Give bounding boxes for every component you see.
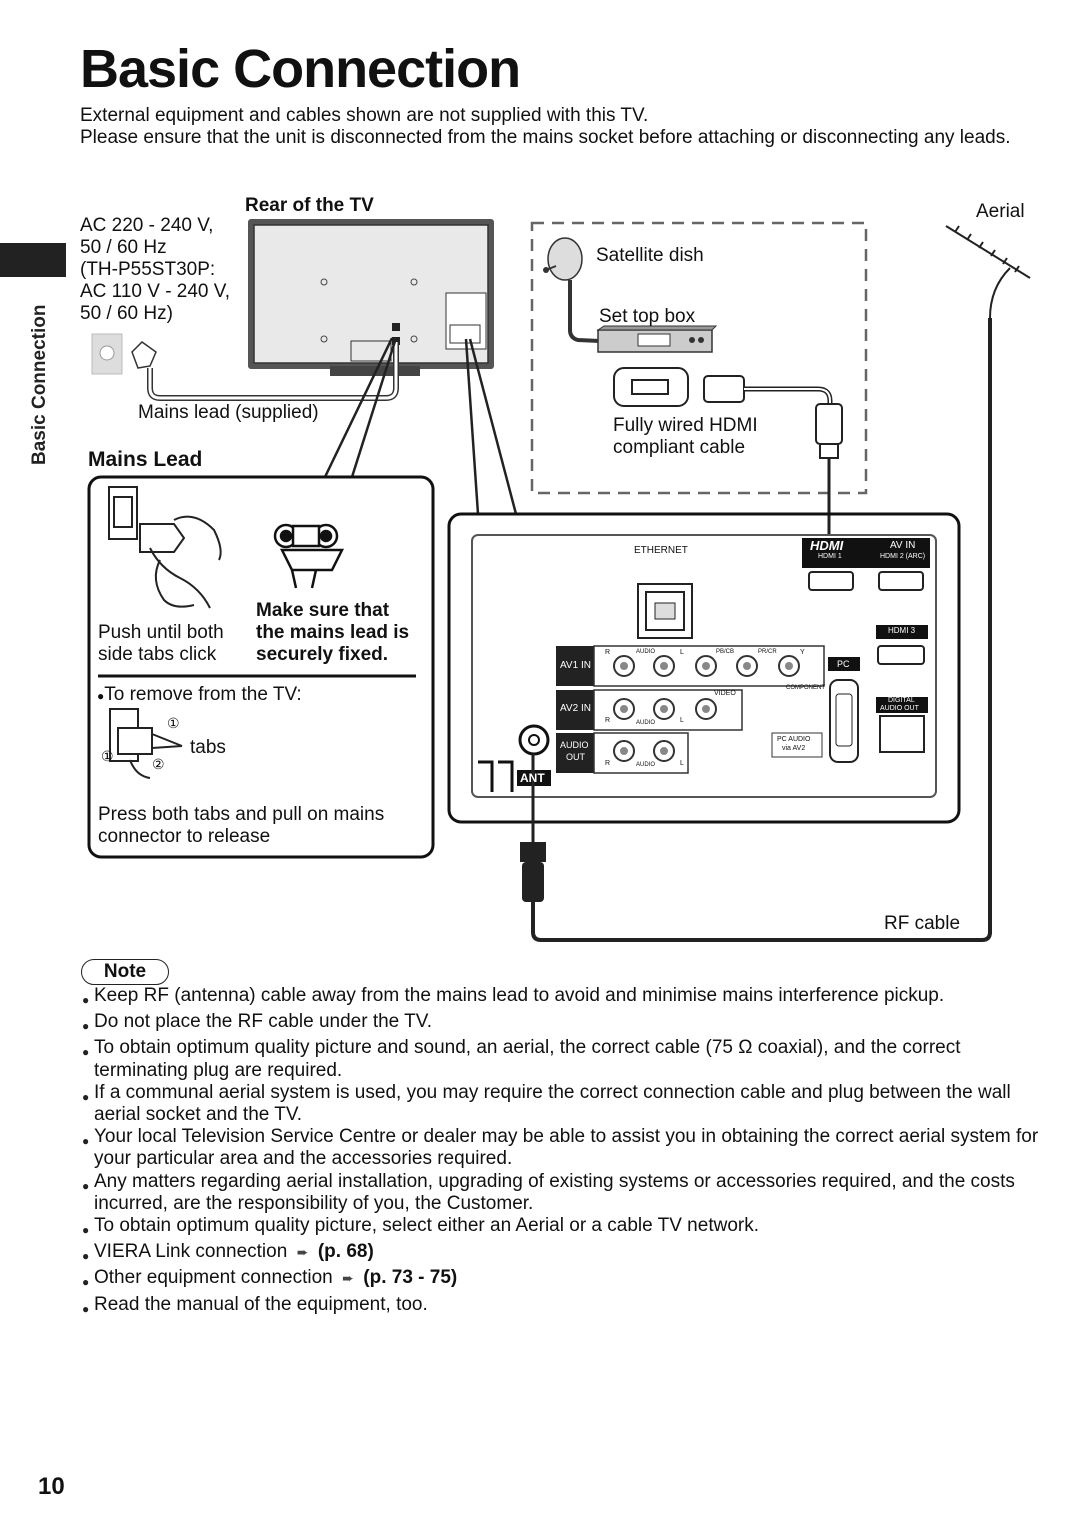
note-item: ●Do not place the RF cable under the TV. <box>82 1011 432 1034</box>
ant-label: ANT <box>520 771 545 785</box>
note-item-other-equipment: ●Other equipment connection ➨ (p. 73 - 7… <box>82 1267 458 1290</box>
ethernet-label: ETHERNET <box>634 545 688 556</box>
note-item: ●Read the manual of the equipment, too. <box>82 1293 428 1316</box>
audio-out-label-1: AUDIO <box>560 740 589 750</box>
remove-heading: ●To remove from the TV: <box>97 684 302 705</box>
power-spec-4: AC 110 V - 240 V, <box>80 281 230 302</box>
intro-line-2: Please ensure that the unit is disconnec… <box>80 127 1011 148</box>
av-in-label: AV IN <box>890 540 916 551</box>
out-l-label: L <box>680 760 684 767</box>
mains-lead-label: Mains lead (supplied) <box>138 402 319 423</box>
digital-label-1: DIGITAL <box>888 697 915 704</box>
page-reference[interactable]: (p. 73 - 75) <box>363 1267 458 1289</box>
satellite-dish-label: Satellite dish <box>596 245 704 266</box>
release-text-2: connector to release <box>98 826 271 847</box>
y-label: Y <box>800 649 805 656</box>
push-text-2: side tabs click <box>98 644 217 665</box>
digital-label-2: AUDIO OUT <box>880 705 919 712</box>
tabs-label: tabs <box>190 737 226 758</box>
rf-cable-label: RF cable <box>884 913 961 934</box>
aerial-label: Aerial <box>976 201 1025 222</box>
video-label: VIDEO <box>714 690 736 697</box>
pc-label: PC <box>837 659 850 669</box>
power-spec-5: 50 / 60 Hz) <box>80 303 173 324</box>
component-label: COMPONENT <box>786 685 825 691</box>
rear-of-tv-label: Rear of the TV <box>245 195 374 216</box>
plug-insert-illustration <box>108 486 222 609</box>
hdmi-cable-label-1: Fully wired HDMI <box>613 415 758 436</box>
tv-rear-illustration <box>248 219 494 376</box>
set-top-box-label: Set top box <box>599 306 696 327</box>
step-mark-1: ① <box>167 715 180 731</box>
power-spec-2: 50 / 60 Hz <box>80 237 167 258</box>
step-mark-2: ② <box>152 756 165 772</box>
note-item: ●To obtain optimum quality picture, sele… <box>82 1215 759 1238</box>
pc-audio-label-2: via AV2 <box>782 745 806 752</box>
set-top-box-icon <box>596 325 718 353</box>
make-sure-3: securely fixed. <box>256 644 389 665</box>
pr-label: PR/CR <box>758 649 777 655</box>
make-sure-1: Make sure that <box>256 600 390 621</box>
note-list: ●Keep RF (antenna) cable away from the m… <box>82 985 1042 1320</box>
out-audio-label: AUDIO <box>636 762 656 768</box>
note-item: ●Keep RF (antenna) cable away from the m… <box>82 985 945 1007</box>
pc-audio-label-1: PC AUDIO <box>777 736 811 743</box>
hdmi1-label: HDMI 1 <box>818 553 842 560</box>
note-item: ●To obtain optimum quality picture and s… <box>82 1037 961 1081</box>
arrow-right-icon: ➨ <box>342 1270 354 1287</box>
aerial-icon <box>945 225 1031 319</box>
make-sure-2: the mains lead is <box>256 622 410 643</box>
hdmi2-label: HDMI 2 (ARC) <box>880 553 926 560</box>
note-item: ●Your local Television Service Centre or… <box>82 1126 1039 1170</box>
page-reference[interactable]: (p. 68) <box>317 1241 374 1263</box>
av1-l-label: L <box>680 649 684 656</box>
av2-r-label: R <box>605 717 611 724</box>
power-spec-3: (TH-P55ST30P: <box>80 259 216 280</box>
audio-out-label-2: OUT <box>566 752 585 762</box>
hdmi3-label: HDMI 3 <box>888 626 916 635</box>
release-text-1: Press both tabs and pull on mains <box>98 804 385 825</box>
hdmi-logo: HDMI <box>810 538 844 553</box>
av1-audio-label: AUDIO <box>636 649 656 655</box>
hdmi-cable-label-2: compliant cable <box>613 437 746 458</box>
arrow-right-icon: ➨ <box>296 1244 309 1261</box>
section-tab-marker <box>0 243 66 277</box>
page-number: 10 <box>38 1473 65 1500</box>
power-spec-1: AC 220 - 240 V, <box>80 215 214 236</box>
mains-lead-title: Mains Lead <box>88 448 203 471</box>
av1-r-label: R <box>605 649 611 656</box>
satellite-dish-icon <box>543 237 583 281</box>
av1-in-label: AV1 IN <box>560 660 591 671</box>
note-item: ●Any matters regarding aerial installati… <box>82 1170 1015 1214</box>
intro-text: External equipment and cables shown are … <box>80 105 1040 149</box>
av2-in-label: AV2 IN <box>560 703 591 714</box>
av2-audio-label: AUDIO <box>636 720 656 726</box>
note-badge: Note <box>81 959 169 985</box>
intro-line-1: External equipment and cables shown are … <box>80 105 649 126</box>
push-text-1: Push until both <box>98 622 224 643</box>
note-item: ●If a communal aerial system is used, yo… <box>82 1081 1011 1126</box>
step-mark-1b: ① <box>101 748 114 764</box>
connector-front-view <box>273 523 345 589</box>
out-r-label: R <box>605 760 611 767</box>
note-item-viera-link: ●VIERA Link connection ➨ (p. 68) <box>82 1241 374 1264</box>
page-title: Basic Connection <box>80 39 521 99</box>
plug-remove-illustration <box>109 708 183 779</box>
av2-l-label: L <box>680 717 684 724</box>
pb-label: PB/CB <box>716 649 735 655</box>
